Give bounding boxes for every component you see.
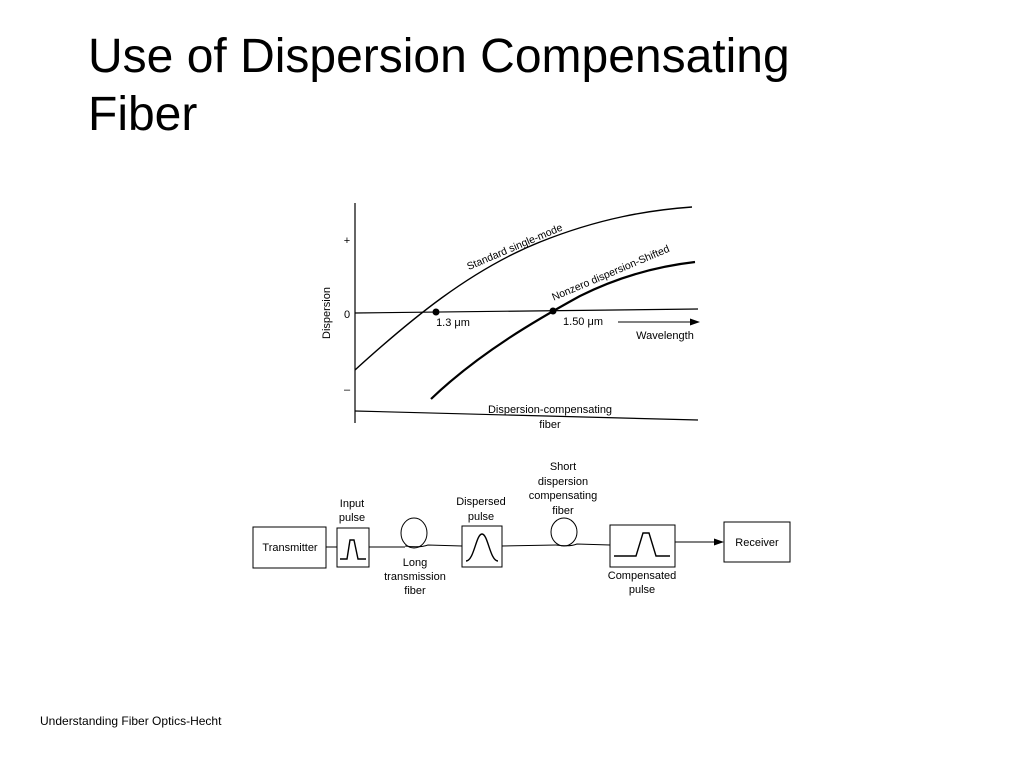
dispersed-pulse-shape (465, 533, 499, 562)
y-tick-minus: – (344, 384, 351, 396)
input-pulse-label-line1: Input (340, 498, 364, 510)
dcf-curve-label-line1: Dispersion-compensating (488, 404, 612, 416)
short-fiber-spool-icon (550, 517, 578, 547)
dcf-curve (354, 410, 699, 421)
link-diagram: Transmitter Input pulse Long transmissio… (252, 461, 791, 597)
receiver-label: Receiver (735, 537, 779, 549)
y-tick-plus: + (344, 235, 350, 247)
long-fiber-label-line1: Long (403, 557, 427, 569)
input-pulse-label-line2: pulse (339, 512, 365, 524)
wavelength-arrow-head (690, 318, 700, 326)
link-segment (501, 544, 557, 547)
transmitter-label: Transmitter (262, 542, 318, 554)
short-fiber-label-line4: fiber (552, 505, 574, 517)
long-fiber-spool-icon (400, 517, 428, 549)
compensated-pulse-box (609, 524, 676, 568)
link-arrow-head (714, 538, 724, 546)
standard-curve-label: Standard single-mode (465, 222, 564, 273)
dcf-curve-label-line2: fiber (539, 419, 561, 431)
input-pulse-shape (340, 539, 366, 560)
slide-title-line1: Use of Dispersion Compensating (88, 30, 790, 83)
x-axis-label: Wavelength (636, 330, 694, 342)
y-axis-label: Dispersion (321, 287, 333, 339)
input-pulse-box (336, 527, 370, 568)
zero-crossing-point-2 (549, 307, 557, 315)
dispersion-graph: + 0 – Dispersion Wavelength 1.3 μm 1.50 … (321, 203, 700, 431)
short-fiber-label-line3: compensating (529, 490, 598, 502)
short-fiber-label-line2: dispersion (538, 476, 588, 488)
point-label-1: 1.3 μm (436, 317, 470, 329)
y-tick-zero: 0 (344, 309, 350, 321)
point-label-2: 1.50 μm (563, 316, 603, 328)
zero-crossing-point-1 (432, 308, 440, 316)
dispersed-pulse-box (461, 525, 503, 568)
long-fiber-label-line3: fiber (404, 585, 426, 597)
dispersed-pulse-label-line1: Dispersed (456, 496, 506, 508)
nzdsf-curve-label: Nonzero dispersion-Shifted (550, 243, 671, 304)
compensated-pulse-label-line1: Compensated (608, 570, 677, 582)
slide-title: Use of Dispersion Compensating Fiber (88, 28, 948, 144)
link-segment (404, 544, 463, 548)
long-fiber-label-line2: transmission (384, 571, 446, 583)
compensated-pulse-label-line2: pulse (629, 584, 655, 596)
link-segment (555, 543, 611, 547)
compensated-pulse-shape (614, 532, 670, 557)
nzdsf-curve (430, 260, 696, 400)
dispersed-pulse-label-line2: pulse (468, 511, 494, 523)
short-fiber-label-line1: Short (550, 461, 576, 473)
standard-curve (354, 206, 693, 371)
receiver-box (723, 521, 791, 563)
footer-credit: Understanding Fiber Optics-Hecht (40, 714, 222, 728)
zero-line (354, 308, 699, 314)
slide-title-line2: Fiber (88, 88, 198, 141)
